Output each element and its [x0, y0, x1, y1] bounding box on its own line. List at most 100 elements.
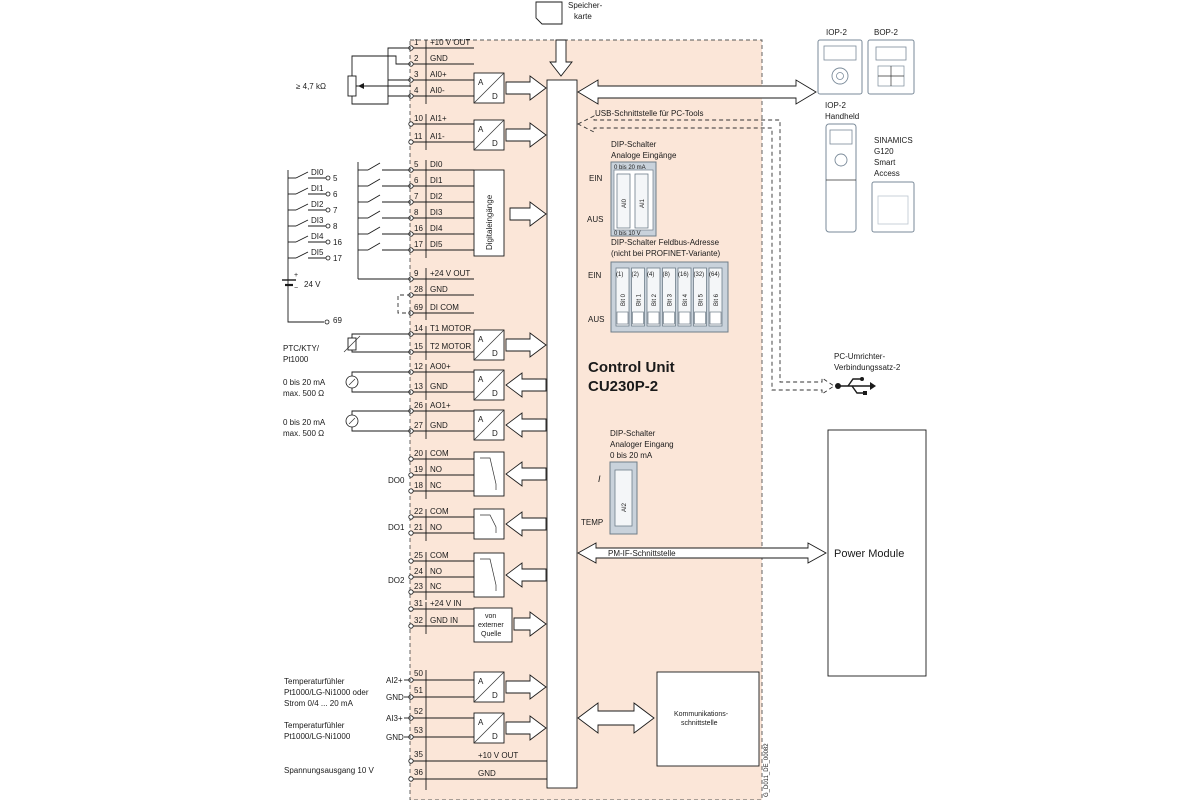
di-outer-num-4: 16 [333, 238, 342, 247]
pot-wire-top [351, 47, 411, 105]
terminal-18-connector [408, 488, 414, 494]
ao0-load-label-1: 0 bis 20 mA [283, 378, 326, 387]
voltage-output-label: Spannungsausgang 10 V [284, 766, 375, 775]
terminal-53-number: 53 [414, 726, 423, 735]
external-source-label-3: Quelle [481, 631, 501, 638]
di-outer-num-5: 17 [333, 254, 342, 263]
ao1-load-wire [351, 410, 411, 432]
communication-interface-label-1: Kommunikations- [674, 711, 729, 718]
terminal-32-label: GND IN [430, 616, 458, 625]
terminal-35-number: 35 [414, 750, 423, 759]
terminal-10-connector [408, 121, 414, 127]
adc-temp-motor-arrow [505, 332, 547, 358]
terminal-2-number: 2 [414, 54, 419, 63]
terminal-19-connector [408, 472, 414, 478]
adc-temp-motor-divider [473, 329, 505, 361]
dip-feldbus-switch-0 [615, 267, 630, 327]
dip-feldbus-value-6: (64) [709, 272, 720, 278]
dac-ao0-a: A [478, 375, 484, 384]
di-outer-num-0: 5 [333, 174, 338, 183]
bop2-label: BOP-2 [874, 28, 899, 37]
terminal-27-label: GND [430, 421, 448, 430]
sinamics-label-3: Smart [874, 158, 896, 167]
terminal-35-label: +10 V OUT [478, 751, 518, 760]
terminal-18-number: 18 [414, 481, 423, 490]
external-source-label-1: von [485, 613, 496, 620]
dip-ai2-switch [614, 469, 633, 527]
dip-analog-top-label: 0 bis 20 mA [614, 165, 646, 171]
di-inner-switch-0 [367, 162, 381, 171]
dac-ao1-divider [473, 409, 505, 441]
terminal-15-label: T2 MOTOR [430, 342, 471, 351]
dip-ai1-label: AI1 [640, 198, 646, 208]
ao0-meter-needle [348, 378, 356, 386]
memory-card-arrow [549, 39, 573, 77]
adc-ai2-a: A [478, 677, 484, 686]
ptc-label-1: PTC/KTY/ [283, 344, 320, 353]
pm-if-arrow [577, 542, 827, 564]
supply-minus: − [294, 285, 298, 292]
ao1-load-label-1: 0 bis 20 mA [283, 418, 326, 427]
terminal-28-label: GND [430, 285, 448, 294]
adc-ai3-a: A [478, 718, 484, 727]
dip-analog-ein: EIN [589, 174, 603, 183]
di-outer-label-0: DI0 [311, 168, 324, 177]
power-module-box [827, 429, 927, 677]
terminal-69-outer-label: 69 [333, 316, 342, 325]
dip-feldbus-value-0: (1) [616, 272, 623, 278]
relay-do0-arrow [505, 461, 547, 487]
temp-sensor-2-label-1: Temperaturfühler [284, 721, 345, 730]
dip-ai1-switch [634, 173, 649, 229]
speicherkarte-label-1: Speicher- [568, 1, 603, 10]
temp-sensor-2-label-2: Pt1000/LG-Ni1000 [284, 732, 351, 741]
di-outer-label-5: DI5 [311, 248, 324, 257]
adc-temp-motor-a: A [478, 335, 484, 344]
ao1-meter-needle [348, 417, 356, 425]
terminal-36-number: 36 [414, 768, 423, 777]
communication-interface-box [656, 671, 760, 767]
terminal-22-label: COM [430, 507, 449, 516]
terminal-12-label: AO0+ [430, 362, 451, 371]
relay-do0-box [473, 451, 505, 497]
dip-feldbus-switch-5-lever [694, 311, 706, 325]
di-outer-label-2: DI2 [311, 200, 324, 209]
terminal-25-number: 25 [414, 551, 423, 560]
terminal-50-outer-label: AI2+ [386, 676, 403, 685]
adc-ai0-divider [473, 72, 505, 104]
control-unit-model: CU230P-2 [588, 378, 658, 395]
dip-feldbus-bit-2: Bit 2 [652, 293, 658, 306]
di-outer-switch-2 [295, 203, 309, 211]
terminal-4-number: 4 [414, 86, 419, 95]
speicherkarte-label-2: karte [574, 12, 592, 21]
terminal-17-number: 17 [414, 240, 423, 249]
communication-interface-label-2: schnittstelle [681, 720, 718, 727]
ptc-sensor-slash [343, 335, 361, 353]
dac-ao1-a: A [478, 415, 484, 424]
dip-feldbus-value-1: (2) [632, 272, 639, 278]
terminal-11-connector [408, 139, 414, 145]
dip-ai2-label: AI2 [622, 502, 628, 512]
terminal-28-number: 28 [414, 285, 423, 294]
dip-feldbus-bit-4: Bit 4 [683, 293, 689, 306]
sinamics-label-1: SINAMICS [874, 136, 913, 145]
adc-ai1-a: A [478, 125, 484, 134]
dip-feldbus-switch-1 [631, 267, 645, 327]
memory-card-icon [535, 1, 563, 25]
terminal-20-label: COM [430, 449, 449, 458]
usb-icon [835, 377, 876, 395]
terminal-21-connector [408, 530, 414, 536]
terminal-11-label: AI1- [430, 132, 445, 141]
di-outer-label-3: DI3 [311, 216, 324, 225]
relay-do2-box [473, 552, 505, 598]
supply-plus: + [294, 272, 298, 279]
internal-bus-bar [546, 79, 578, 789]
adc-ai0-arrow [505, 75, 547, 101]
dip-feldbus-switches: (1)Bit 0(2)Bit 1(4)Bit 2(8)Bit 3(16)Bit … [615, 267, 723, 327]
terminal-13-number: 13 [414, 382, 423, 391]
dac-ao1-d: D [492, 429, 498, 438]
terminal-69-outer [324, 319, 330, 325]
relay-do1-contact [480, 514, 497, 533]
